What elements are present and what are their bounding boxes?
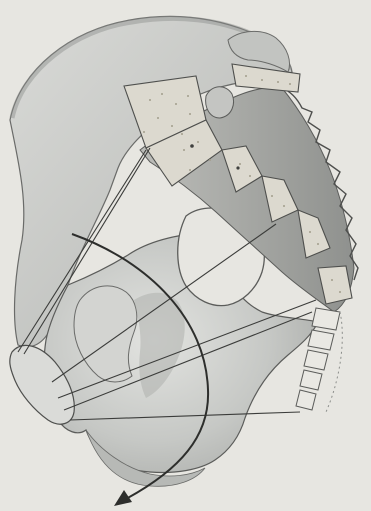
sacral-promontory bbox=[206, 87, 234, 118]
coccyx-segment-5 bbox=[296, 390, 316, 410]
coccyx-segment-4 bbox=[300, 370, 322, 390]
pelvic-axis-arrowhead bbox=[114, 490, 132, 506]
coccyx-segment-3 bbox=[304, 350, 328, 370]
coccyx-segment-1 bbox=[312, 308, 340, 330]
coccyx-segment-2 bbox=[308, 330, 334, 350]
